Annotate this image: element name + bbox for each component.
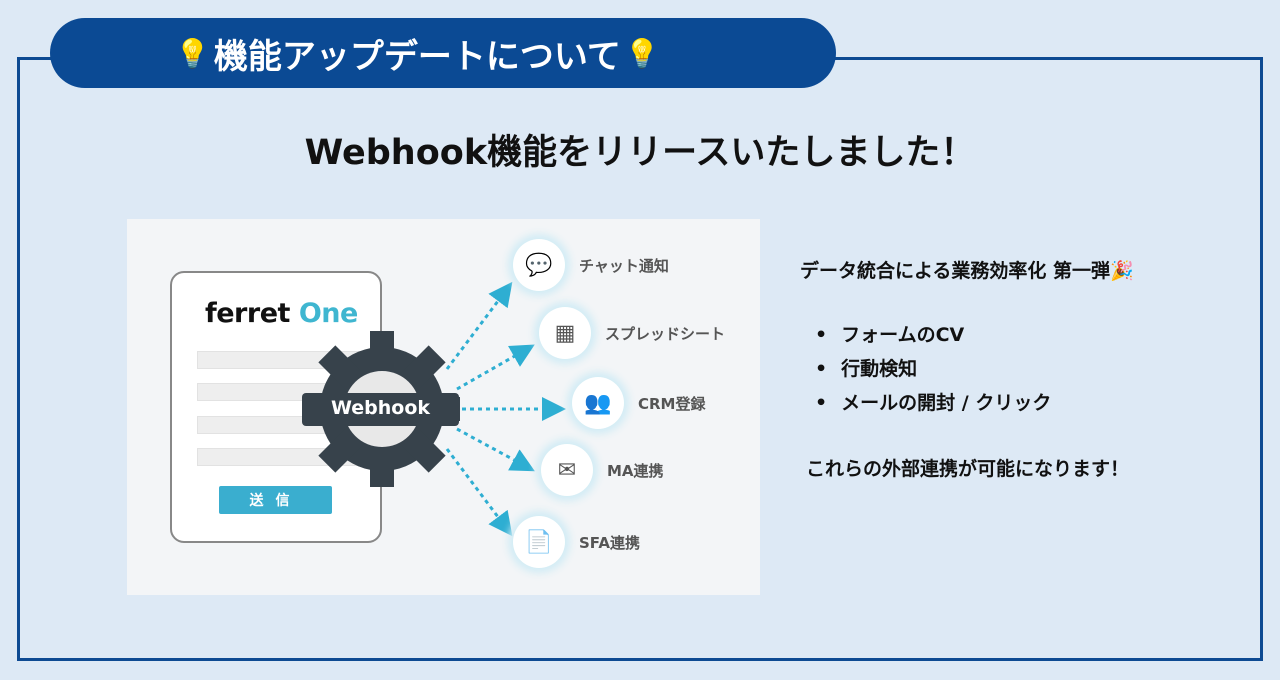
spreadsheet-icon: ▦	[539, 307, 591, 359]
service-chat: 💬チャット通知	[513, 239, 669, 291]
webhook-illustration: ferret One 送信 Webhook 💬チャット通知 ▦スプレッドシート …	[127, 219, 760, 595]
header-banner: 💡 機能アップデートについて 💡	[50, 18, 836, 88]
party-popper-icon: 🎉	[1110, 260, 1134, 282]
service-spreadsheet: ▦スプレッドシート	[539, 307, 725, 359]
list-item: 行動検知	[815, 352, 1051, 386]
header-title: 機能アップデートについて	[213, 36, 621, 77]
list-item: フォームのCV	[815, 318, 1051, 352]
lightbulb-icon: 💡	[624, 36, 660, 70]
service-crm: 👥CRM登録	[572, 377, 706, 429]
users-icon: 👥	[572, 377, 624, 429]
webhook-diagram	[302, 281, 566, 537]
chat-bubble-icon: 💬	[513, 239, 565, 291]
lightbulb-icon: 💡	[175, 36, 210, 70]
gear-label: Webhook	[330, 397, 431, 419]
feature-list: フォームのCV 行動検知 メールの開封 / クリック	[815, 318, 1051, 420]
send-button: 送信	[219, 486, 332, 514]
mail-gear-icon: ✉	[541, 444, 593, 496]
ferret-one-logo: ferret One	[205, 298, 358, 329]
document-gear-icon: 📄	[513, 516, 565, 568]
list-item: メールの開封 / クリック	[815, 386, 1051, 420]
form-mockup: ferret One 送信	[170, 271, 382, 543]
info-footer: これらの外部連携が可能になります！	[806, 458, 1130, 480]
page-headline: Webhook機能をリリースいたしました！	[304, 133, 976, 173]
gear-icon	[302, 331, 460, 487]
service-ma: ✉MA連携	[541, 444, 664, 496]
service-sfa: 📄SFA連携	[513, 516, 640, 568]
info-heading: データ統合による業務効率化 第一弾🎉	[800, 260, 1134, 282]
